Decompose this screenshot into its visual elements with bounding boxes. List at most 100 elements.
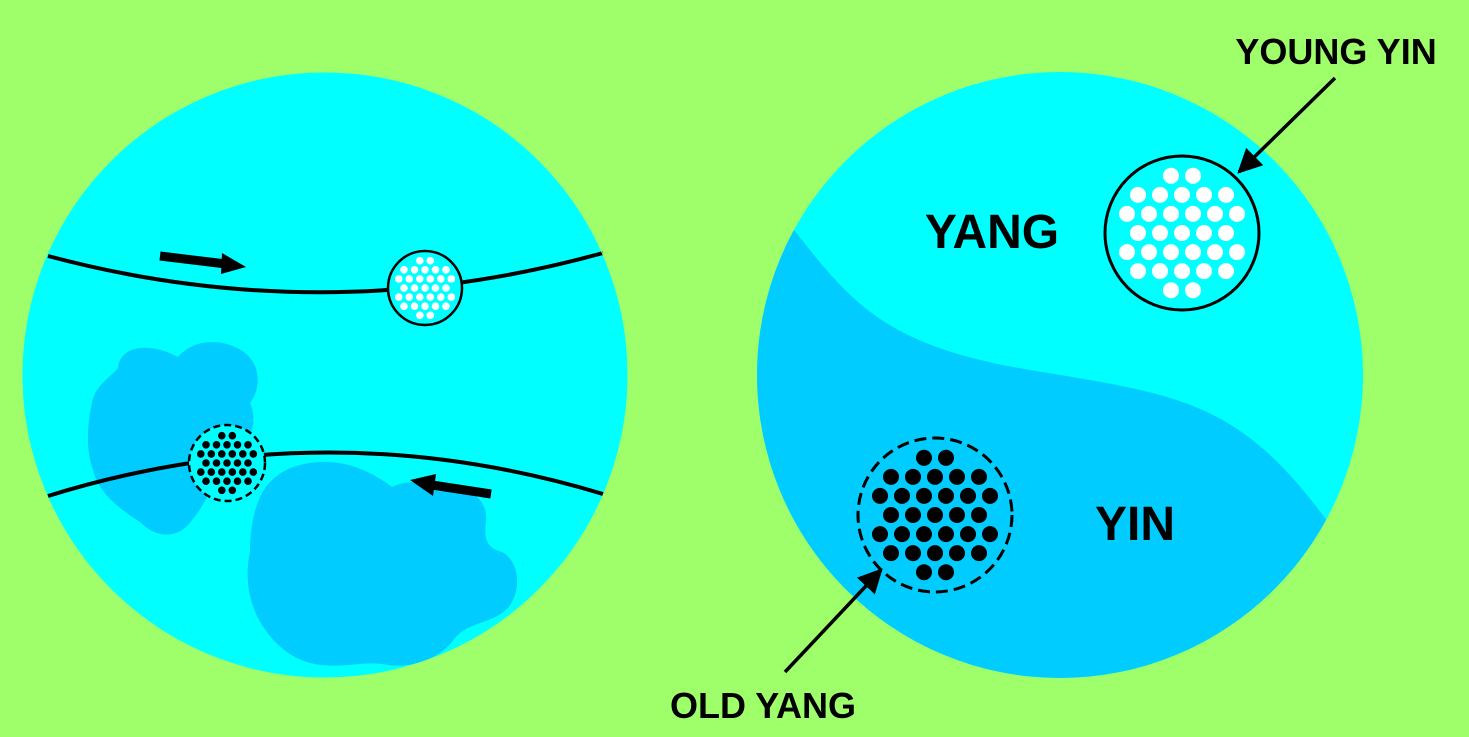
dark-blob-lower-right — [247, 462, 518, 666]
black-dot — [905, 468, 921, 485]
black-dot — [228, 486, 237, 495]
white-dot — [416, 293, 424, 301]
white-dot — [437, 293, 445, 301]
white-dot — [1163, 167, 1179, 184]
white-dot — [1207, 205, 1223, 222]
white-dot — [416, 256, 424, 265]
black-dot — [197, 468, 205, 476]
white-dot — [426, 256, 435, 265]
white-dot — [442, 302, 450, 311]
black-dot — [938, 449, 954, 466]
white-dot — [1218, 186, 1234, 203]
white-dot — [1196, 225, 1212, 241]
black-dot — [233, 441, 242, 449]
white-dot — [416, 275, 424, 283]
black-dot — [218, 431, 226, 440]
white-dot — [1130, 225, 1146, 241]
white-dot — [426, 275, 435, 283]
black-dot — [916, 526, 932, 543]
black-dot — [233, 459, 242, 467]
black-dot — [233, 477, 242, 486]
left-globe-outline — [21, 71, 629, 679]
black-dot — [905, 507, 921, 523]
arrow-left-icon — [410, 474, 492, 499]
white-dot — [1130, 186, 1146, 203]
white-dot — [421, 302, 429, 311]
old-yang-label: OLD YANG — [670, 685, 856, 726]
white-dot — [395, 293, 403, 301]
black-dot — [982, 487, 998, 504]
white-dot — [410, 284, 419, 292]
white-dot — [426, 311, 435, 320]
black-dot — [916, 449, 932, 466]
pointer-arrow-icon — [783, 568, 883, 674]
white-dot — [442, 284, 450, 292]
black-dot — [244, 441, 252, 449]
pointer-arrow-icon — [1237, 76, 1337, 174]
white-dot — [1229, 244, 1245, 261]
white-dot — [400, 302, 408, 311]
black-dot — [949, 545, 965, 562]
black-dot — [239, 450, 247, 458]
white-dot — [442, 266, 450, 274]
young-yin-label: YOUNG YIN — [1235, 31, 1436, 72]
white-dot — [426, 293, 435, 301]
white-dot — [395, 275, 403, 283]
white-dot — [1196, 263, 1212, 280]
black-dot — [228, 431, 237, 440]
black-dot — [249, 468, 258, 476]
white-dot — [1185, 205, 1201, 222]
black-dot — [207, 450, 216, 458]
white-dot — [410, 266, 419, 274]
white-dot — [410, 302, 419, 311]
black-dot — [916, 487, 932, 504]
black-dot — [894, 526, 910, 543]
black-dot — [223, 459, 231, 467]
black-dot — [218, 468, 226, 476]
black-dot — [883, 545, 899, 562]
black-dot — [883, 468, 899, 485]
black-dot — [938, 487, 954, 504]
white-dot — [1218, 225, 1234, 241]
white-dot — [1174, 263, 1190, 280]
white-dot — [1152, 225, 1168, 241]
white-dot — [1207, 244, 1223, 261]
white-dot — [400, 284, 408, 292]
white-dot — [1229, 205, 1245, 222]
black-dot — [212, 477, 221, 486]
white-dot — [437, 275, 445, 283]
black-dot — [207, 468, 216, 476]
black-dot — [872, 487, 888, 504]
upper-orbit-line — [47, 251, 604, 295]
white-dot — [1141, 205, 1157, 222]
black-dot — [971, 468, 987, 485]
white-dot — [405, 293, 414, 301]
black-dot — [872, 526, 888, 543]
black-dot — [949, 468, 965, 485]
white-dot — [1185, 282, 1201, 299]
black-dot — [228, 468, 237, 476]
black-dot — [218, 450, 226, 458]
black-dot — [960, 526, 976, 543]
yin-label: YIN — [1095, 498, 1175, 551]
white-dot — [421, 284, 429, 292]
white-dot — [447, 293, 456, 301]
white-dot — [1185, 244, 1201, 261]
black-dot — [883, 507, 899, 523]
dark-blob-upper-left — [87, 342, 258, 535]
black-dot — [244, 477, 252, 486]
black-dot — [212, 441, 221, 449]
small-young-yin-particle — [386, 249, 464, 327]
black-dot — [202, 477, 210, 486]
black-dot — [916, 564, 932, 581]
right-globe: YANG YIN — [757, 72, 1363, 678]
black-dot — [971, 545, 987, 562]
black-dot — [982, 526, 998, 543]
white-dot — [1119, 244, 1135, 261]
black-dot — [927, 468, 943, 485]
left-globe — [21, 71, 629, 679]
white-dot — [1218, 263, 1234, 280]
black-dot — [223, 441, 231, 449]
yang-label: YANG — [925, 206, 1059, 259]
